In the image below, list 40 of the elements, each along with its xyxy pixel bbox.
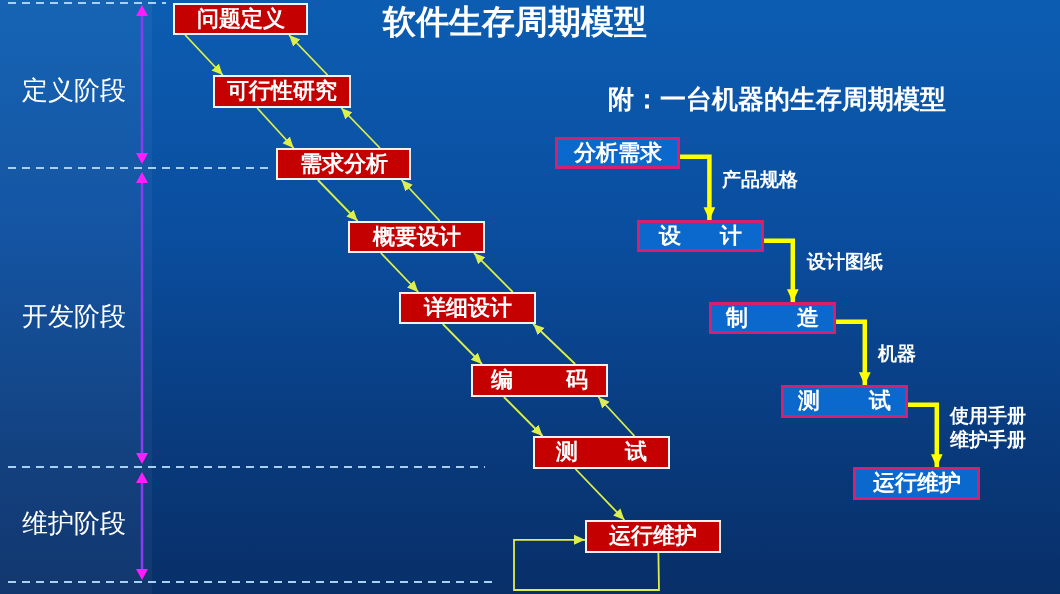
edge-label: 使用手册维护手册 (950, 404, 1027, 452)
stage-label: 定义阶段 (22, 76, 126, 106)
subtitle: 附：一台机器的生存周期模型 (608, 85, 946, 115)
arrow (908, 402, 943, 467)
process-box: 运行维护 (585, 520, 721, 553)
process-box: 需求分析 (276, 148, 411, 180)
process-box: 分析需求 (555, 137, 680, 169)
arrow (836, 319, 871, 385)
arrow (256, 107, 295, 149)
process-box: 概要设计 (348, 221, 485, 253)
arrow (340, 107, 381, 149)
arrow (441, 323, 483, 365)
arrow (764, 238, 799, 302)
arrow (288, 34, 329, 76)
arrow (473, 252, 514, 293)
edge-label: 设计图纸 (807, 250, 883, 274)
arrow (503, 396, 544, 437)
stage-label: 开发阶段 (22, 302, 126, 332)
process-box: 可行性研究 (213, 75, 351, 108)
arrow (317, 179, 359, 222)
arrow (400, 179, 441, 222)
arrow (597, 396, 636, 437)
process-box: 设计 (637, 220, 764, 252)
loop-arrow (513, 534, 660, 591)
edge-label: 机器 (878, 342, 916, 366)
process-box: 编码 (471, 364, 608, 397)
arrow (184, 34, 224, 76)
arrow (574, 468, 626, 521)
arrow (380, 252, 420, 293)
process-box: 测试 (781, 385, 908, 418)
diagram-title: 软件生存周期模型 (383, 3, 647, 41)
arrow (532, 323, 576, 365)
arrow (680, 154, 716, 220)
process-box: 制造 (709, 302, 836, 334)
process-box: 测试 (533, 436, 670, 469)
process-box: 运行维护 (853, 467, 980, 500)
stage-label: 维护阶段 (22, 509, 126, 539)
process-box: 问题定义 (173, 3, 308, 35)
edge-label: 产品规格 (722, 168, 798, 192)
process-box: 详细设计 (399, 292, 536, 324)
